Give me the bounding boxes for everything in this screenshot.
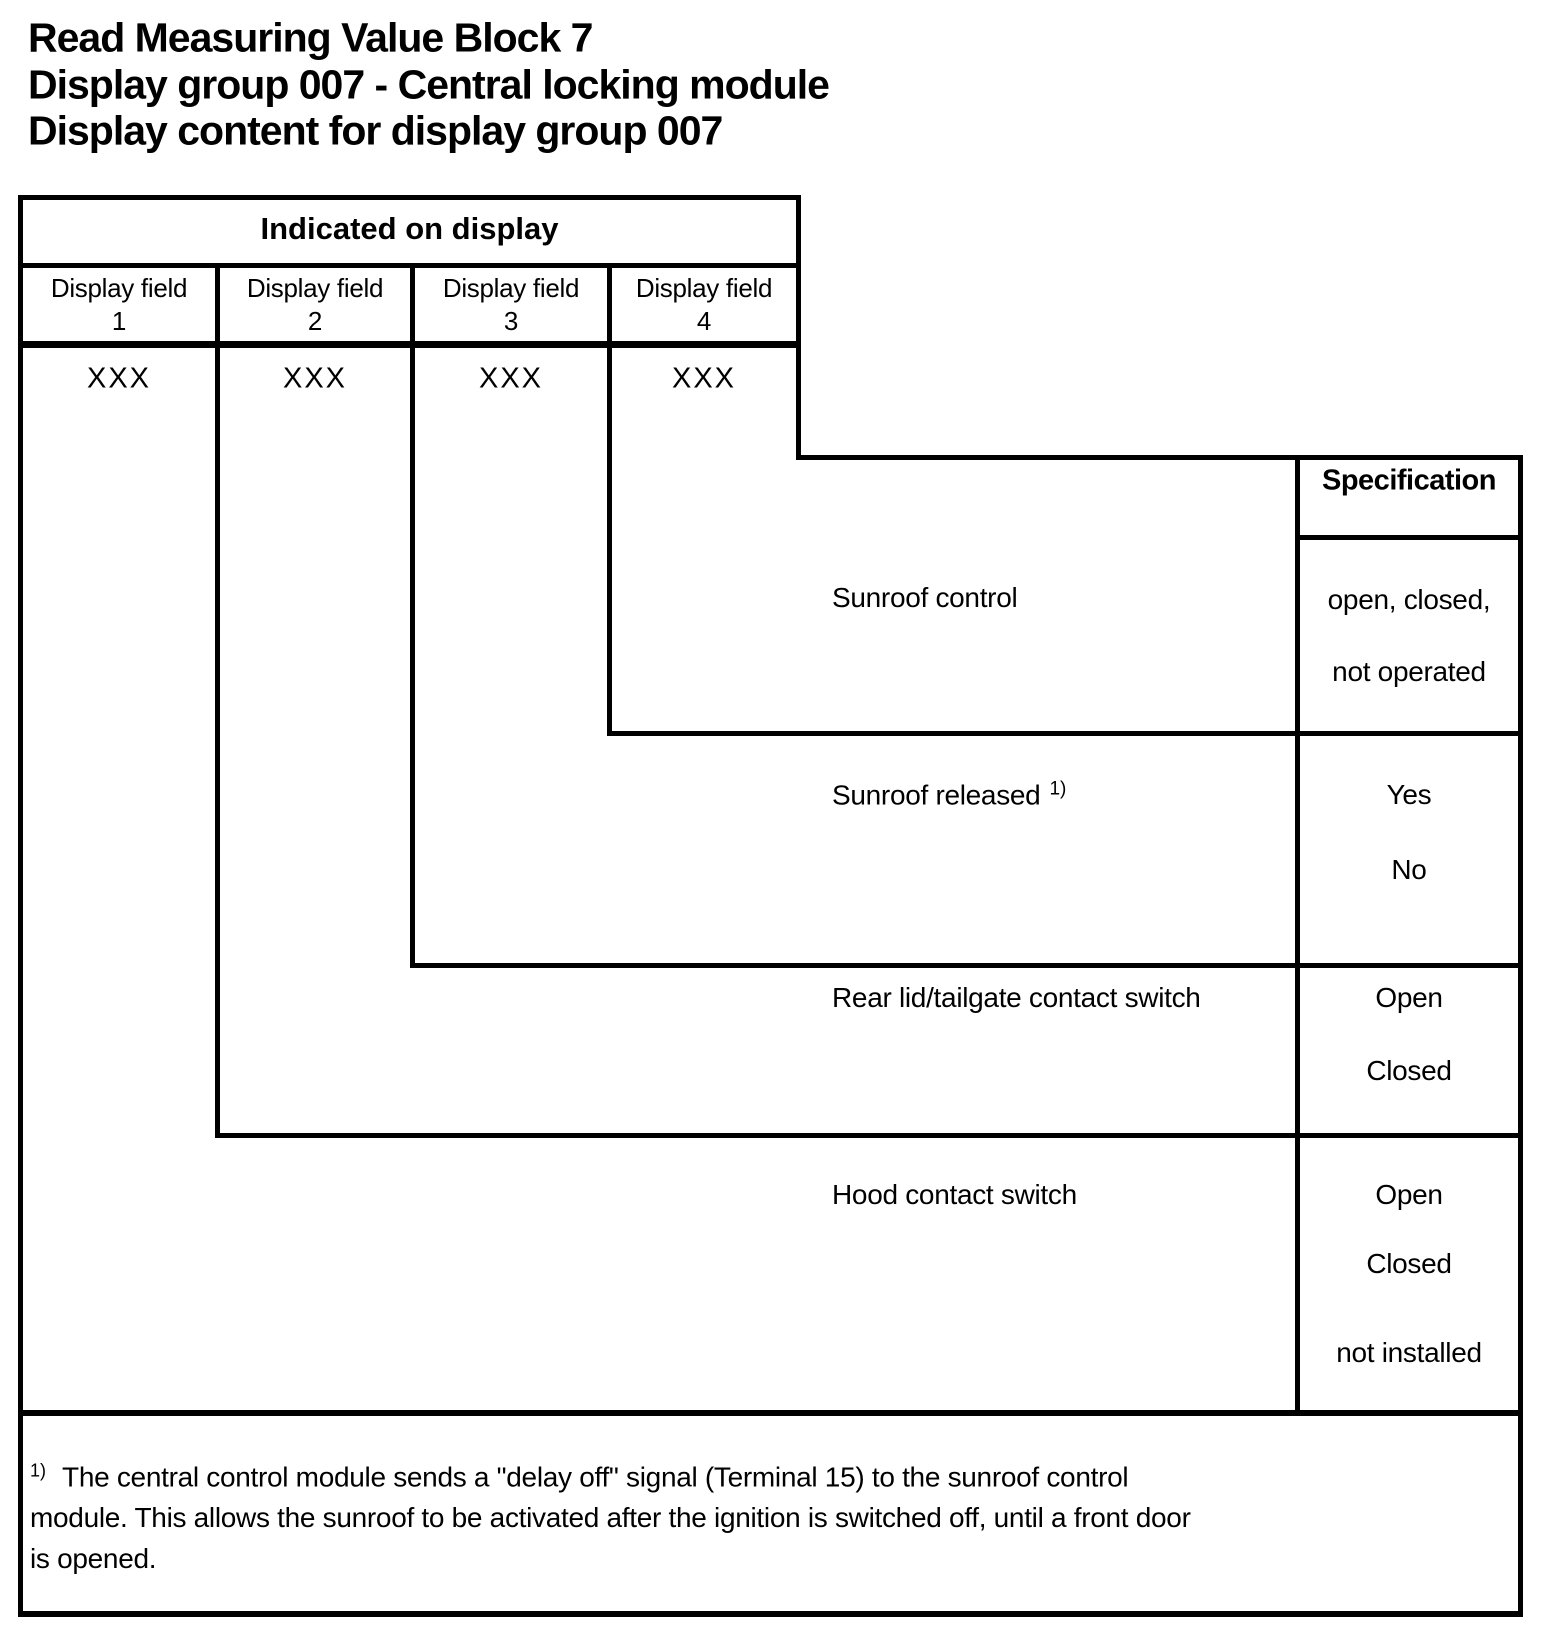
column-line-field4 [607, 263, 612, 736]
column-header-label: Display field [246, 272, 384, 303]
spec-value: Open [1375, 1179, 1443, 1210]
row-label-sunroof-released: Sunroof released 1) [832, 778, 1066, 811]
column-header-number: 2 [307, 305, 323, 336]
bracket-step-field4 [607, 731, 1523, 736]
spec-column-left-border [1295, 455, 1300, 1415]
display-value-field3: XXX [478, 362, 544, 395]
page-subtitle-2: Display content for display group 007 [28, 107, 723, 154]
spec-value: No [1391, 854, 1427, 885]
bracket-step-field2 [215, 1133, 1523, 1138]
footnote-ref-superscript: 1) [1049, 778, 1067, 800]
column-header-number: 1 [111, 305, 127, 336]
column-header-label: Display field [635, 272, 773, 303]
row-label-hood-contact: Hood contact switch [832, 1179, 1077, 1211]
spec-value: Closed [1366, 1055, 1452, 1086]
display-value-field1: XXX [86, 362, 152, 395]
footnote-line-1: 1) The central control module sends a "de… [30, 1460, 1129, 1493]
spec-value: Closed [1366, 1248, 1452, 1279]
display-value-field2: XXX [282, 362, 348, 395]
footnote-bottom-border [18, 1611, 1523, 1617]
display-value-field4: XXX [671, 362, 737, 395]
row-label-text: Rear lid/tailgate contact switch [832, 982, 1201, 1013]
right-border [1518, 455, 1523, 1617]
row-label-rear-lid-tailgate: Rear lid/tailgate contact switch [832, 982, 1201, 1014]
footnote-superscript: 1) [30, 1460, 47, 1481]
column-header-label: Display field [50, 272, 188, 303]
bracket-step-field3 [410, 963, 1523, 968]
column-header-field3: Display field 3 [415, 268, 607, 341]
row-label-sunroof-control: Sunroof control [832, 582, 1018, 614]
column-line-field3 [410, 263, 415, 968]
page-title: Read Measuring Value Block 7 [28, 14, 593, 61]
row-label-text: Sunroof control [832, 582, 1018, 613]
footnote-text: The central control module sends a "dela… [62, 1461, 1129, 1493]
table-header-separator [18, 263, 801, 268]
column-header-number: 4 [696, 305, 712, 336]
spec-value: not operated [1332, 656, 1486, 687]
column-header-number: 3 [503, 305, 519, 336]
footnote-top-border [18, 1410, 1523, 1416]
bracket-step-table-right [796, 455, 1523, 460]
table-header: Indicated on display [260, 211, 559, 246]
spec-value: Yes [1386, 779, 1432, 810]
spec-value: open, closed, [1327, 584, 1491, 615]
row-label-text: Hood contact switch [832, 1179, 1077, 1210]
footnote-line-2: module. This allows the sunroof to be ac… [30, 1502, 1191, 1533]
column-header-field1: Display field 1 [23, 268, 215, 341]
spec-column-header: Specification [1322, 464, 1497, 497]
footnote-line-3: is opened. [30, 1543, 157, 1574]
column-header-field4: Display field 4 [612, 268, 796, 341]
table-fields-separator [18, 341, 801, 348]
page-subtitle: Display group 007 - Central locking modu… [28, 61, 830, 108]
column-header-label: Display field [442, 272, 580, 303]
column-header-field2: Display field 2 [220, 268, 410, 341]
left-border-field1 [18, 195, 23, 1617]
row-label-text: Sunroof released [832, 779, 1041, 811]
spec-value: Open [1375, 982, 1443, 1013]
table-right-border [796, 195, 801, 460]
column-line-field2 [215, 263, 220, 1138]
spec-header-separator [1295, 535, 1523, 540]
table-top-border [18, 195, 801, 200]
spec-value: not installed [1336, 1337, 1482, 1368]
